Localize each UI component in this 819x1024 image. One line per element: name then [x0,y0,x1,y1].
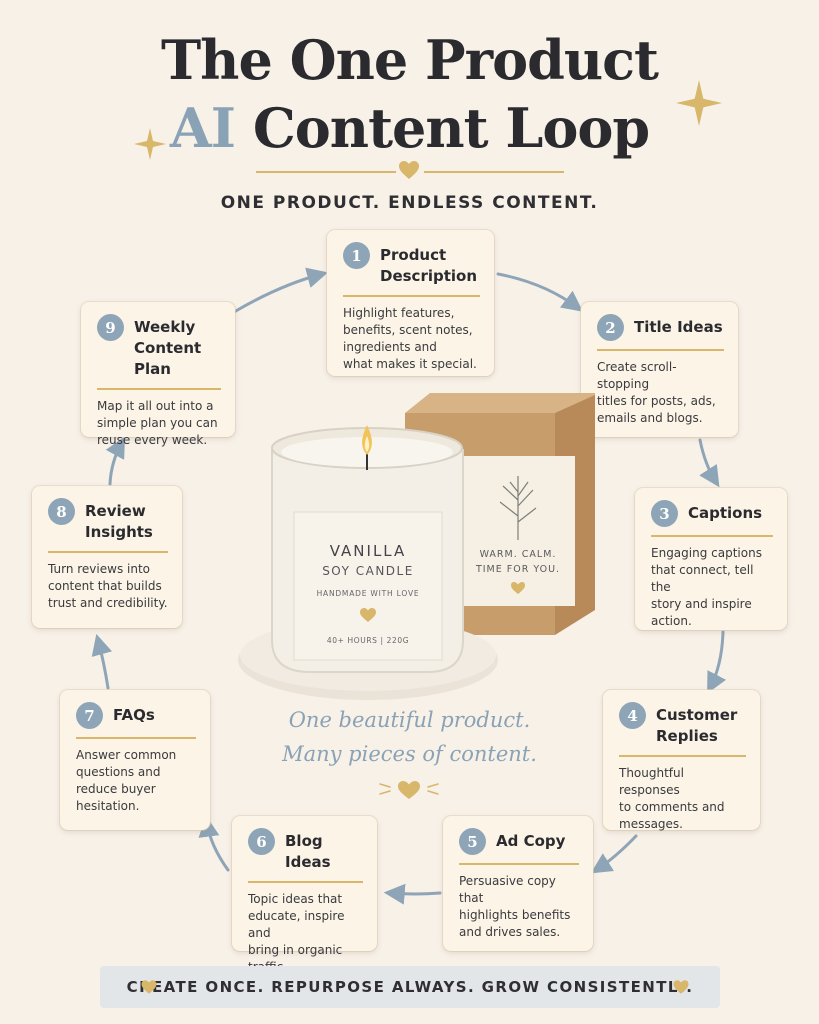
step-number: 6 [248,828,275,855]
step-number: 3 [651,500,678,527]
tree-icon [499,476,537,540]
card-divider [597,349,724,351]
candle-product-illustration: WARM. CALM. TIME FOR YOU. VANILLA SOY CA… [238,393,595,700]
title-line-2-rest: Content Loop [235,96,650,160]
card-divider [651,535,773,537]
divider-right [424,171,564,173]
box-heart-icon [511,582,525,594]
card-divider [248,881,363,883]
box-label-line-1: WARM. CALM. [480,549,557,560]
step-number: 8 [48,498,75,525]
footer-banner-text: CREATE ONCE. REPURPOSE ALWAYS. GROW CONS… [126,978,694,996]
candle-heart-icon [360,608,376,622]
card-divider [343,295,480,297]
banner-heart-left-icon [141,980,157,994]
step-number: 1 [343,242,370,269]
step-title: Blog Ideas [285,832,331,871]
candle-jar: VANILLA SOY CANDLE HANDMADE WITH LOVE 40… [271,425,464,673]
candle-label-line-4: 40+ HOURS | 220G [327,636,409,645]
box-label-line-2: TIME FOR YOU. [475,564,560,575]
step-number: 2 [597,314,624,341]
arrow-2-3 [698,438,720,488]
step-title: FAQs [113,706,155,724]
sparkle-right-icon [676,80,722,126]
candle-label-line-1: VANILLA [330,542,407,560]
card-divider [97,388,221,390]
candle-label-line-2: SOY CANDLE [322,564,414,578]
tagline-heart-icon [379,781,439,799]
arrow-6-7 [198,815,230,872]
arrow-4-5 [590,834,638,874]
tagline-line-2: Many pieces of content. [282,742,537,766]
card-divider [459,863,579,865]
heart-icon [399,161,419,179]
step-number: 5 [459,828,486,855]
candle-label-line-3: HANDMADE WITH LOVE [317,589,420,598]
card-divider [619,755,746,757]
step-number: 4 [619,702,646,729]
card-divider [48,551,168,553]
arrow-5-6 [383,883,442,905]
step-number: 7 [76,702,103,729]
banner-heart-right-icon [673,980,689,994]
title-accent-ai: AI [169,96,236,160]
title-line-1: The One Product [161,28,659,92]
tagline-line-1: One beautiful product. [288,708,531,732]
step-title: Title Ideas [634,318,723,336]
arrow-1-2 [496,272,584,312]
subtitle: ONE PRODUCT. ENDLESS CONTENT. [220,193,599,213]
step-title: Ad Copy [496,832,566,850]
sparkle-left-icon [134,128,166,160]
divider-left [256,171,396,173]
arrow-8-9 [105,436,126,486]
title-line-2: AI Content Loop [0,96,819,160]
card-divider [76,737,196,739]
step-number: 9 [97,314,124,341]
step-description: Highlight features,benefits, scent notes… [343,305,477,371]
arrow-7-8 [91,633,112,690]
arrow-3-4 [707,630,727,694]
footer-banner: CREATE ONCE. REPURPOSE ALWAYS. GROW CONS… [100,966,720,1008]
arrow-9-1 [232,267,329,314]
step-title: Captions [688,504,763,522]
